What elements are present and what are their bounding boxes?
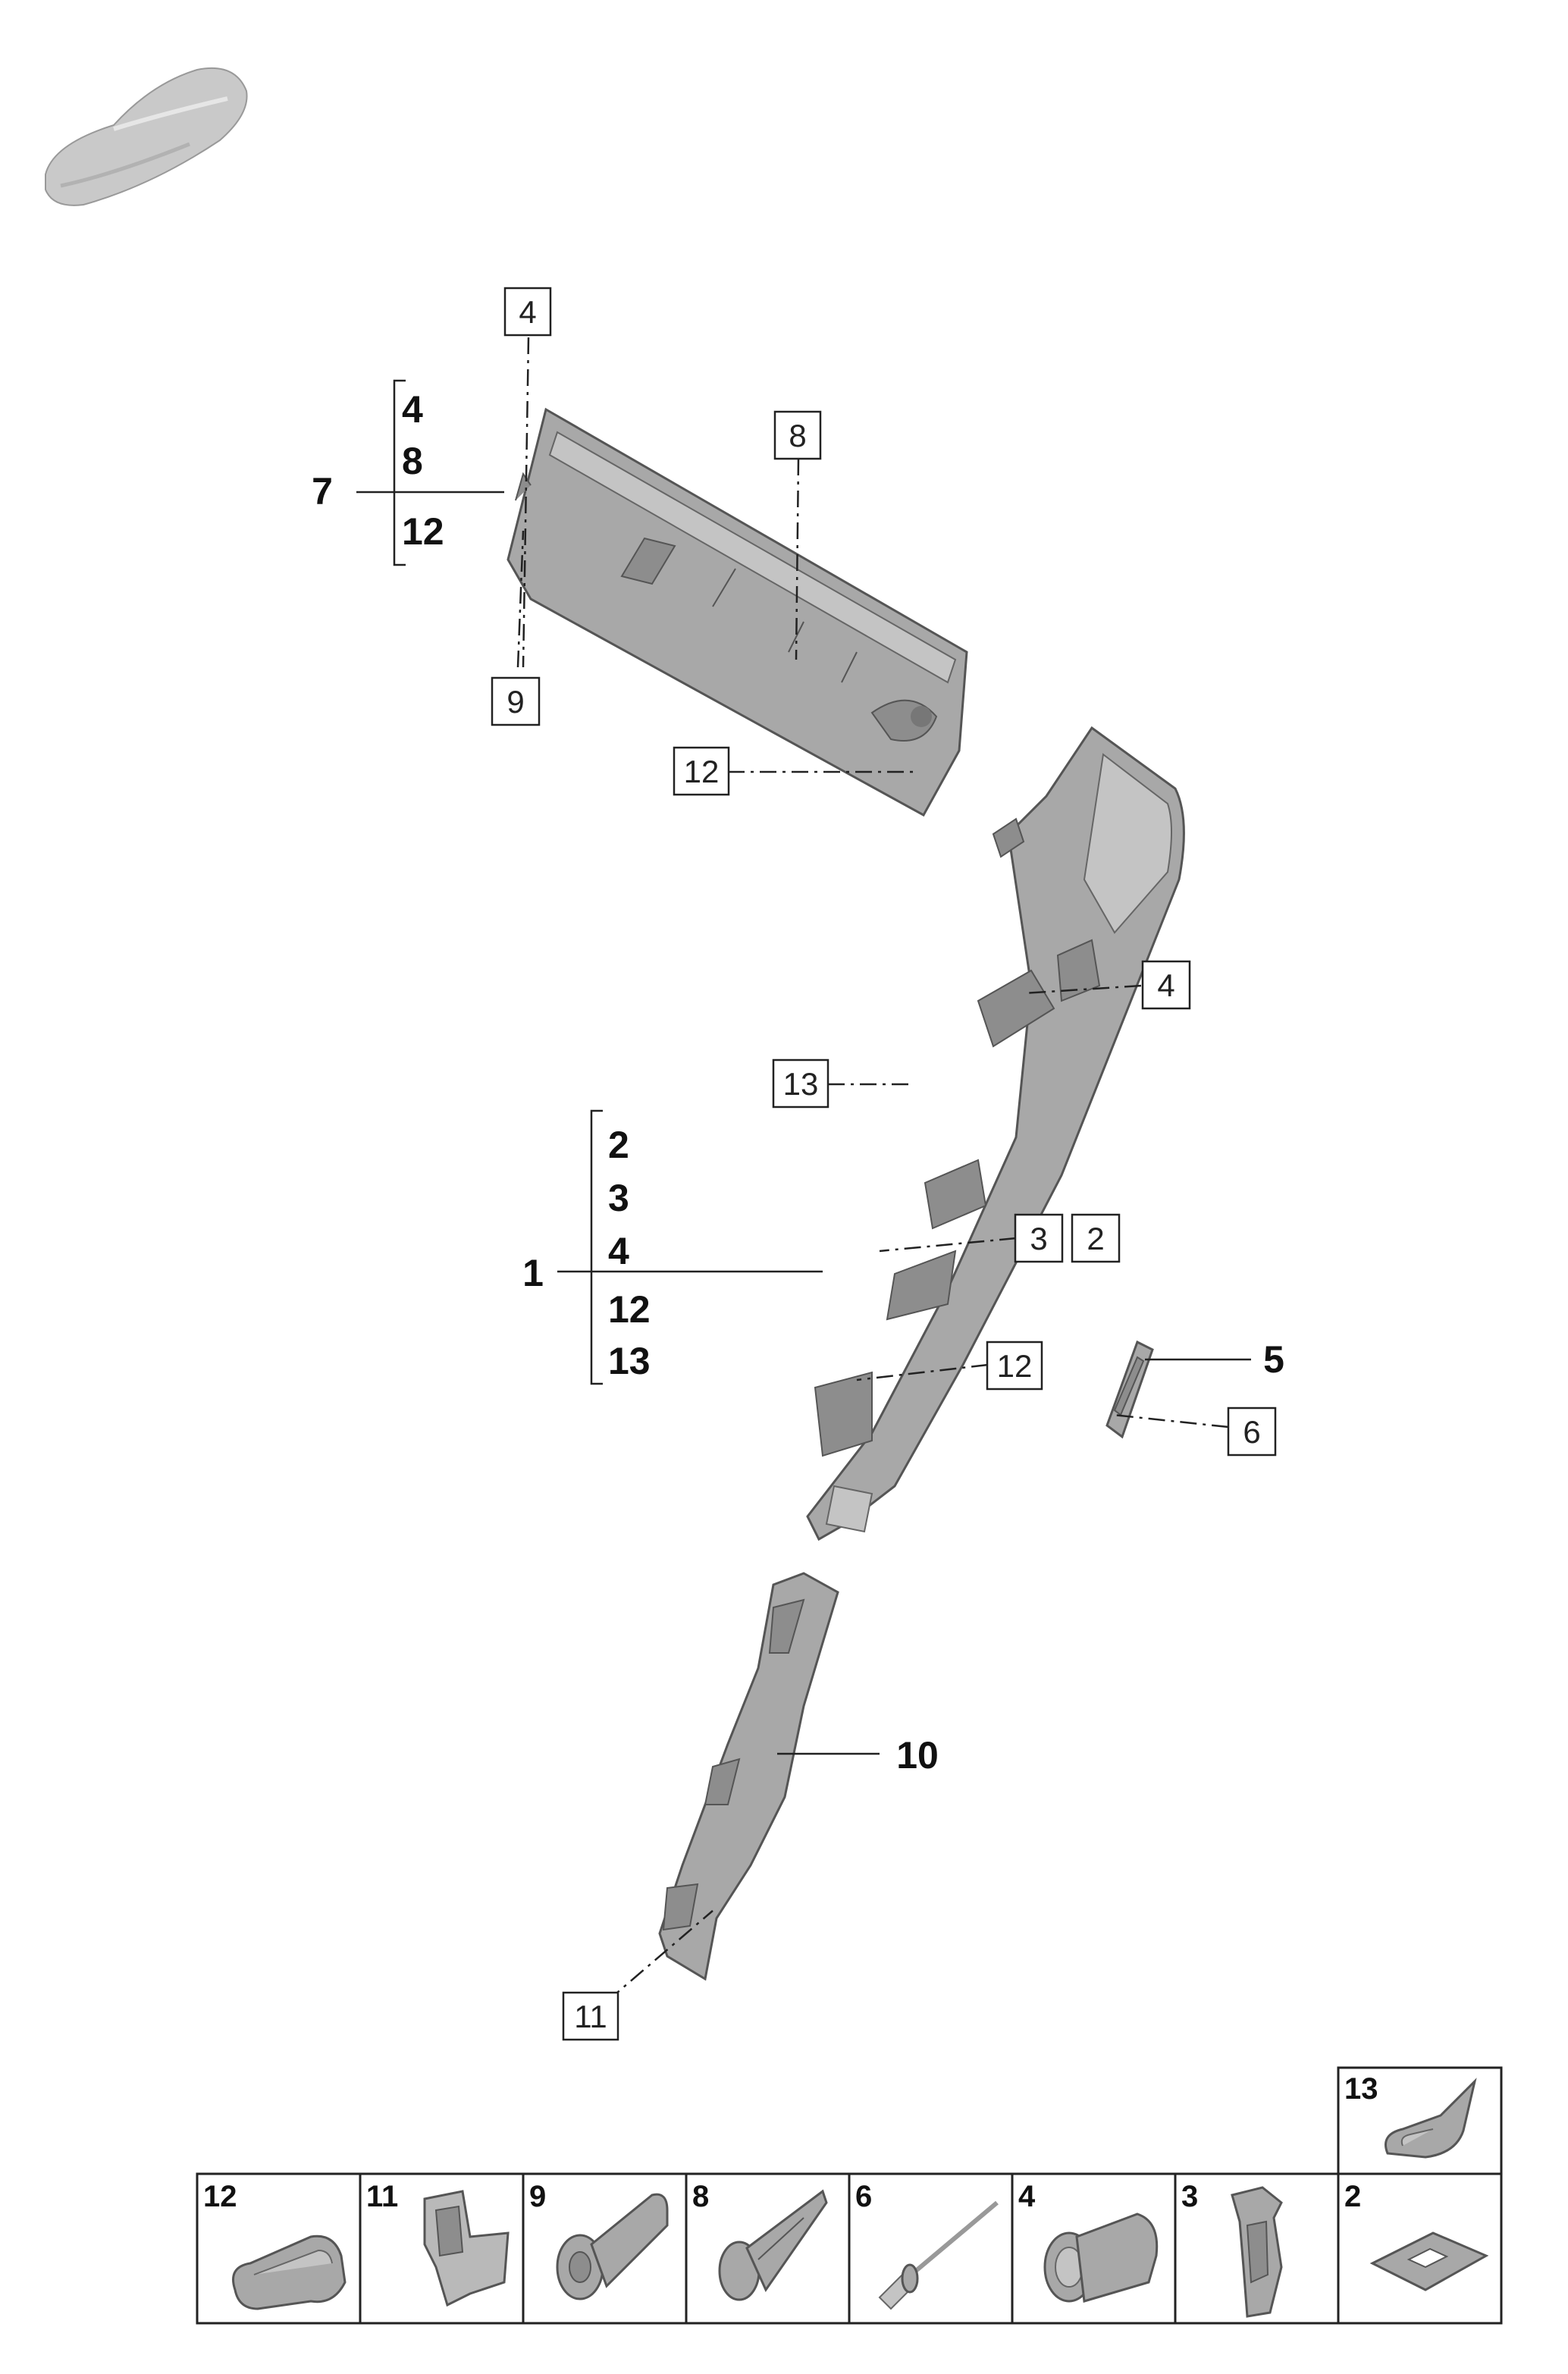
clip-11-icon — [423, 2190, 510, 2307]
svg-text:10: 10 — [896, 1734, 939, 1777]
svg-text:12: 12 — [997, 1348, 1033, 1384]
parts-table-cell-3: 3 — [1174, 2172, 1340, 2325]
grommet-4-icon — [1043, 2212, 1159, 2303]
svg-text:6: 6 — [855, 2180, 872, 2213]
svg-text:4: 4 — [402, 388, 423, 431]
dashed-leader-lines — [516, 337, 1229, 2002]
grouping-brackets — [393, 379, 603, 1385]
svg-text:12: 12 — [608, 1288, 651, 1331]
svg-text:3: 3 — [1030, 1221, 1047, 1256]
svg-text:4: 4 — [1157, 967, 1174, 1003]
svg-text:3: 3 — [608, 1177, 629, 1219]
svg-text:4: 4 — [1018, 2180, 1036, 2213]
svg-text:9: 9 — [529, 2180, 546, 2213]
lower-trim-strip — [658, 1572, 839, 1981]
leader-lines — [356, 491, 1251, 1755]
svg-text:5: 5 — [1263, 1338, 1284, 1381]
part-7-sub-items: 4 8 12 — [402, 388, 444, 553]
callout-box-9: 9 — [491, 676, 541, 726]
pin-6-icon — [878, 2200, 999, 2310]
svg-text:8: 8 — [789, 418, 806, 453]
clip-3-icon — [1231, 2186, 1283, 2318]
svg-text:12: 12 — [684, 754, 720, 789]
svg-text:6: 6 — [1243, 1414, 1260, 1450]
vehicle-thumbnail-icon — [45, 67, 248, 206]
svg-text:13: 13 — [608, 1340, 651, 1382]
parts-table-cell-11: 11 — [359, 2172, 525, 2325]
svg-text:4: 4 — [519, 294, 536, 330]
callout-box-3: 3 — [1014, 1213, 1064, 1263]
clip-13-icon — [1385, 2078, 1477, 2159]
svg-text:2: 2 — [1344, 2180, 1361, 2213]
svg-text:12: 12 — [402, 510, 444, 553]
part-label-5: 5 — [1263, 1338, 1284, 1381]
callout-box-11: 11 — [562, 1991, 619, 2041]
svg-text:2: 2 — [608, 1124, 629, 1166]
callout-box-12-lower: 12 — [986, 1341, 1043, 1391]
svg-text:13: 13 — [783, 1066, 819, 1102]
svg-text:13: 13 — [1344, 2072, 1378, 2106]
upper-trim-panel — [506, 407, 968, 817]
part-label-10: 10 — [896, 1734, 939, 1777]
clip-12-icon — [232, 2234, 347, 2310]
svg-text:3: 3 — [1181, 2180, 1198, 2213]
screw-9-icon — [556, 2193, 669, 2300]
callout-box-13: 13 — [772, 1058, 829, 1109]
parts-table-cell-8: 8 — [685, 2172, 851, 2325]
pad-2-icon — [1369, 2231, 1489, 2291]
svg-text:8: 8 — [692, 2180, 709, 2213]
part-label-1: 1 — [522, 1252, 544, 1294]
parts-table-cell-2: 2 — [1337, 2172, 1503, 2325]
svg-text:11: 11 — [366, 2180, 398, 2213]
svg-text:7: 7 — [312, 470, 333, 513]
callout-box-6: 6 — [1227, 1407, 1277, 1457]
parts-table-cell-13: 13 — [1337, 2066, 1503, 2175]
expanding-rivet-8-icon — [718, 2189, 828, 2301]
parts-table: 13 12 11 9 — [196, 2066, 1503, 2325]
parts-table-cell-6: 6 — [848, 2172, 1014, 2325]
parts-table-cell-12: 12 — [196, 2172, 362, 2325]
pillar-trim-main — [806, 726, 1185, 1541]
callout-box-8: 8 — [773, 410, 822, 460]
svg-text:1: 1 — [522, 1252, 544, 1294]
callout-box-2: 2 — [1071, 1213, 1121, 1263]
svg-text:8: 8 — [402, 440, 423, 482]
callout-box-4-top: 4 — [503, 287, 552, 337]
part-label-7: 7 — [312, 470, 333, 513]
small-bracket — [1105, 1340, 1154, 1439]
svg-text:11: 11 — [574, 1999, 607, 2034]
part-1-sub-items: 2 3 4 12 13 — [608, 1124, 651, 1382]
svg-text:9: 9 — [506, 684, 524, 720]
callout-box-4-right: 4 — [1141, 960, 1191, 1010]
parts-table-cell-9: 9 — [522, 2172, 688, 2325]
svg-text:2: 2 — [1087, 1221, 1104, 1256]
callout-box-12-upper: 12 — [673, 746, 730, 796]
parts-table-cell-4: 4 — [1011, 2172, 1177, 2325]
svg-text:4: 4 — [608, 1230, 629, 1272]
svg-text:12: 12 — [203, 2180, 237, 2213]
